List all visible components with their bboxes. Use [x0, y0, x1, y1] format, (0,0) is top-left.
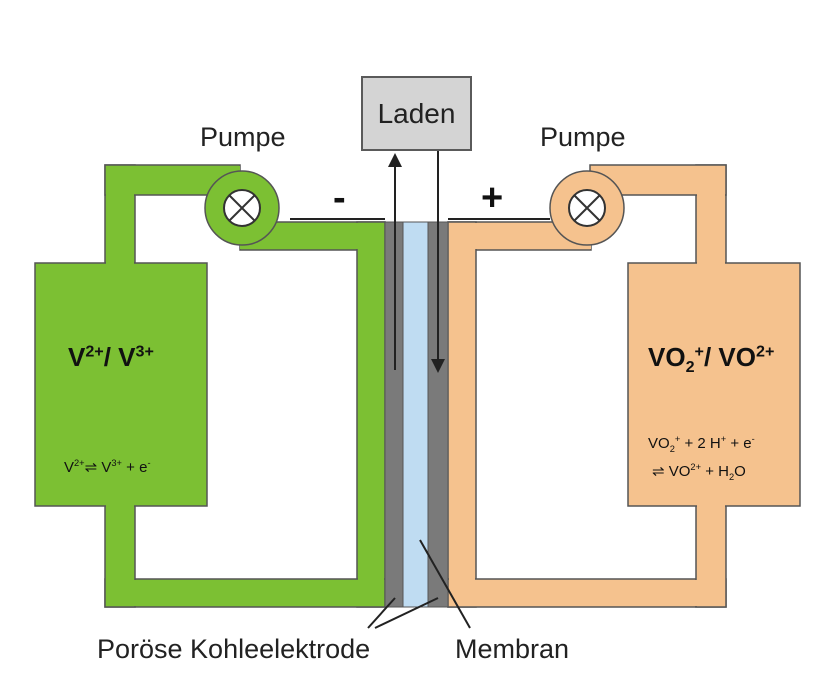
plus-sign: +: [481, 177, 504, 219]
anolyte-loop-fill: [106, 166, 384, 606]
porous-electrode-label: Poröse Kohleelektrode: [97, 634, 371, 664]
pump-valve-icon: [549, 170, 625, 246]
cell-stack: [384, 221, 449, 608]
membrane-label: Membran: [455, 634, 570, 664]
pump-right-label: Pumpe: [540, 122, 626, 152]
charge-box: Laden: [361, 76, 472, 151]
pump-left-label: Pumpe: [200, 122, 286, 152]
left-tank-title: V2+/ V3+: [68, 342, 154, 372]
minus-sign: -: [333, 177, 346, 219]
right-tank-reaction-line2: ⇌ VO2+ + H2O: [652, 462, 746, 482]
right-tank-reaction-line1: VO2+ + 2 H+ + e-: [648, 434, 755, 454]
charge-label: Laden: [377, 97, 456, 129]
right-tank-title: VO2+/ VO2+: [648, 342, 775, 377]
left-tank-reaction: V2+⇌ V3+ + e-: [64, 458, 151, 476]
pump-valve-icon: [204, 170, 280, 246]
catholyte-loop-fill: [449, 166, 725, 606]
leader-lines: [367, 539, 471, 629]
charge-wires: [290, 151, 550, 373]
